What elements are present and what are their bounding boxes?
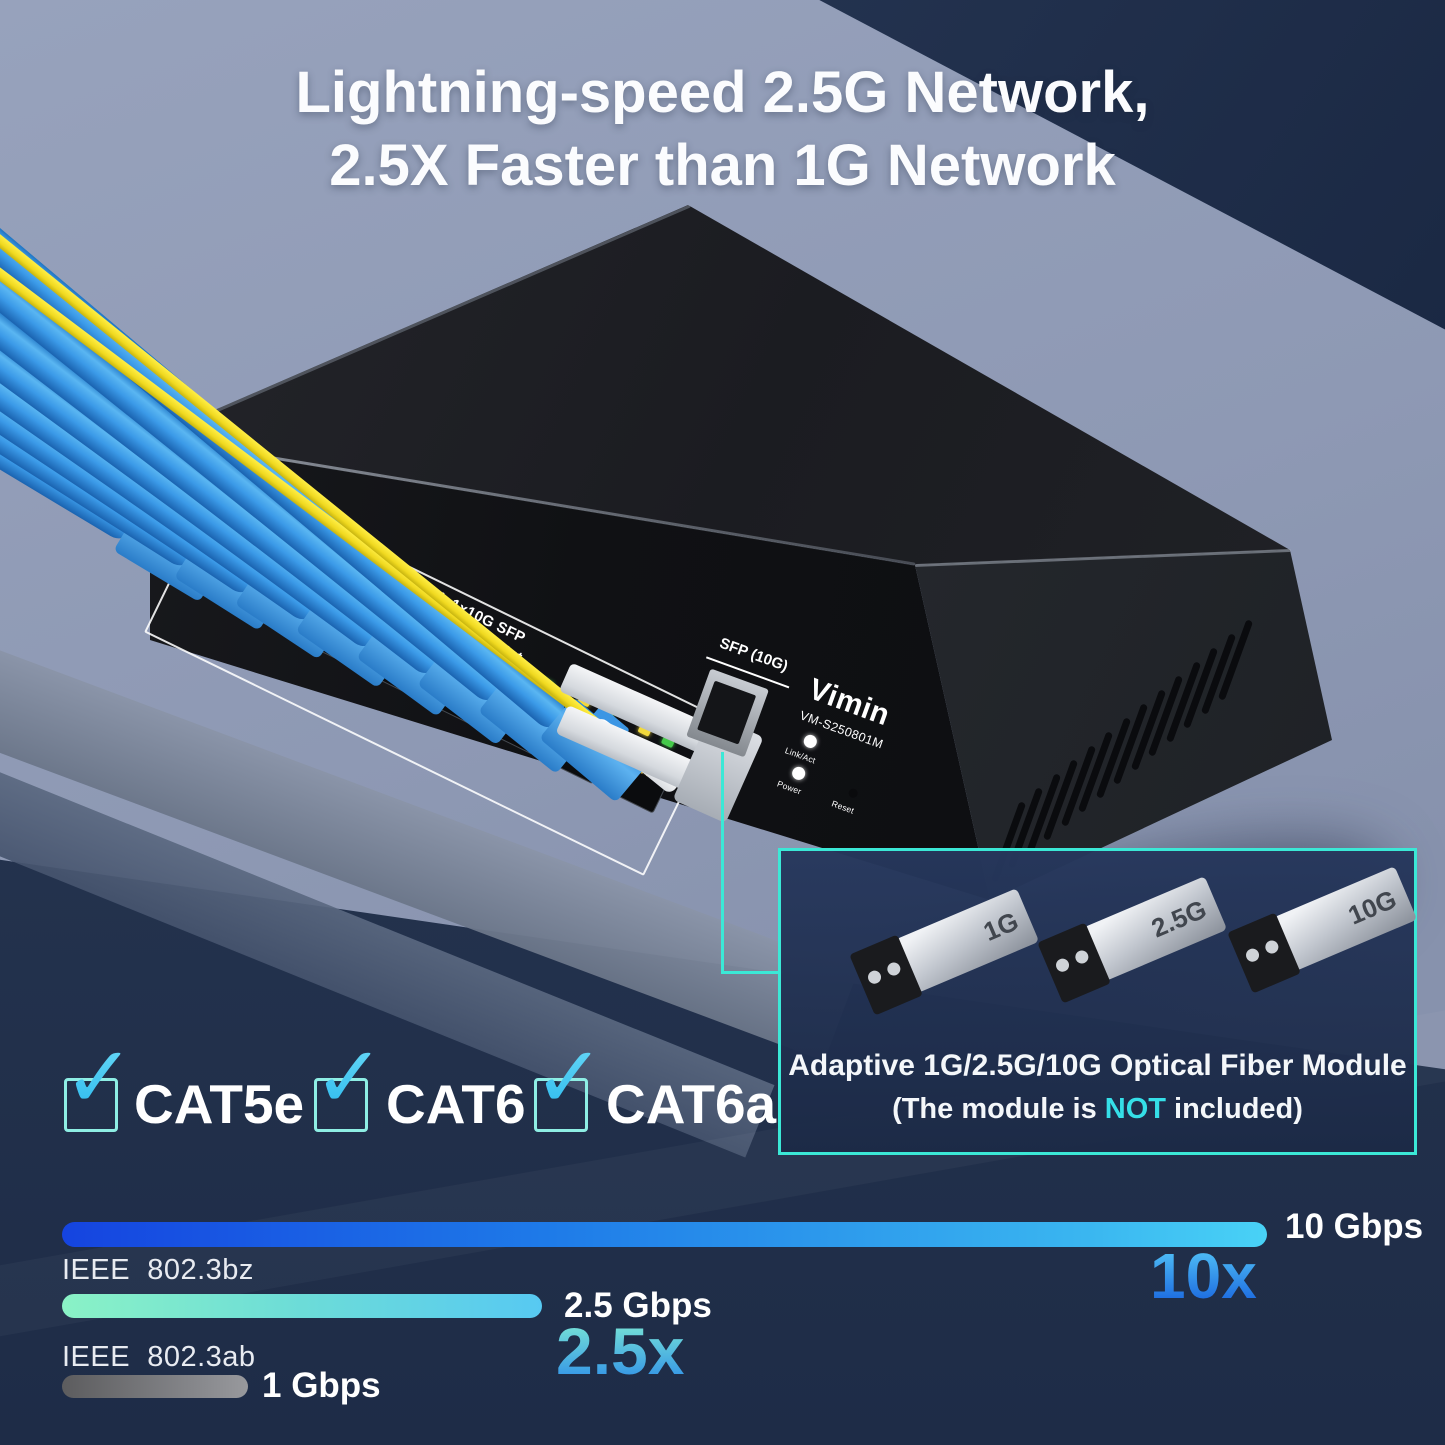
sfp-module-1g: 1G [845,877,1040,1045]
label-cat6a: CAT6a [606,1073,777,1135]
reset-label: Reset [830,798,856,816]
label-cat6: CAT6 [386,1073,526,1135]
power-led [790,765,808,782]
checkmark-icon: ✓ [63,1028,136,1128]
not-highlight: NOT [1104,1093,1166,1125]
callout-line [721,752,724,974]
reset-button[interactable] [847,787,859,799]
multiplier-10x: 10x [1150,1240,1257,1312]
callout-line [721,971,783,974]
bar-2-5gbps [62,1294,542,1318]
bar-10gbps [62,1222,1267,1247]
link-act-led-label: Link/Act [783,745,818,766]
standard-802-3bz: IEEE 802.3bz [62,1254,254,1286]
title-line-2: 2.5X Faster than 1G Network [329,133,1116,199]
module-label: 10G [1343,883,1401,931]
sfp-module-callout-box: 1G 2.5G 10G Adaptive 1G/2.5G/10G Optical… [778,848,1418,1155]
page-title: Lightning-speed 2.5G Network, 2.5X Faste… [0,56,1445,202]
checkmark-icon: ✓ [533,1028,606,1128]
label-2-5gbps: 2.5 Gbps [564,1286,712,1325]
module-label: 2.5G [1146,893,1211,943]
label-10gbps: 10 Gbps [1285,1207,1424,1246]
link-act-led [801,733,819,750]
sfp-module-10g: 10G [1223,855,1418,1023]
standard-802-3ab: IEEE 802.3ab [62,1341,256,1373]
checkbox-cat6a: ✓ [533,1035,605,1132]
checkbox-cat6: ✓ [313,1035,385,1132]
sfp-module-2-5g: 2.5G [1033,865,1228,1033]
multiplier-2-5x: 2.5x [556,1314,685,1388]
title-line-1: Lightning-speed 2.5G Network, [295,60,1150,125]
module-label: 1G [978,905,1023,947]
bar-1gbps [62,1375,248,1398]
sfp-cage [686,668,770,758]
label-cat5e: CAT5e [134,1073,305,1135]
checkmark-icon: ✓ [313,1028,386,1128]
label-1gbps: 1 Gbps [262,1366,381,1405]
power-led-label: Power [775,778,803,797]
checkbox-cat5e: ✓ [63,1035,135,1132]
callout-caption: Adaptive 1G/2.5G/10G Optical Fiber Modul… [788,1049,1407,1082]
callout-note: (The module is NOT included) [892,1093,1303,1125]
